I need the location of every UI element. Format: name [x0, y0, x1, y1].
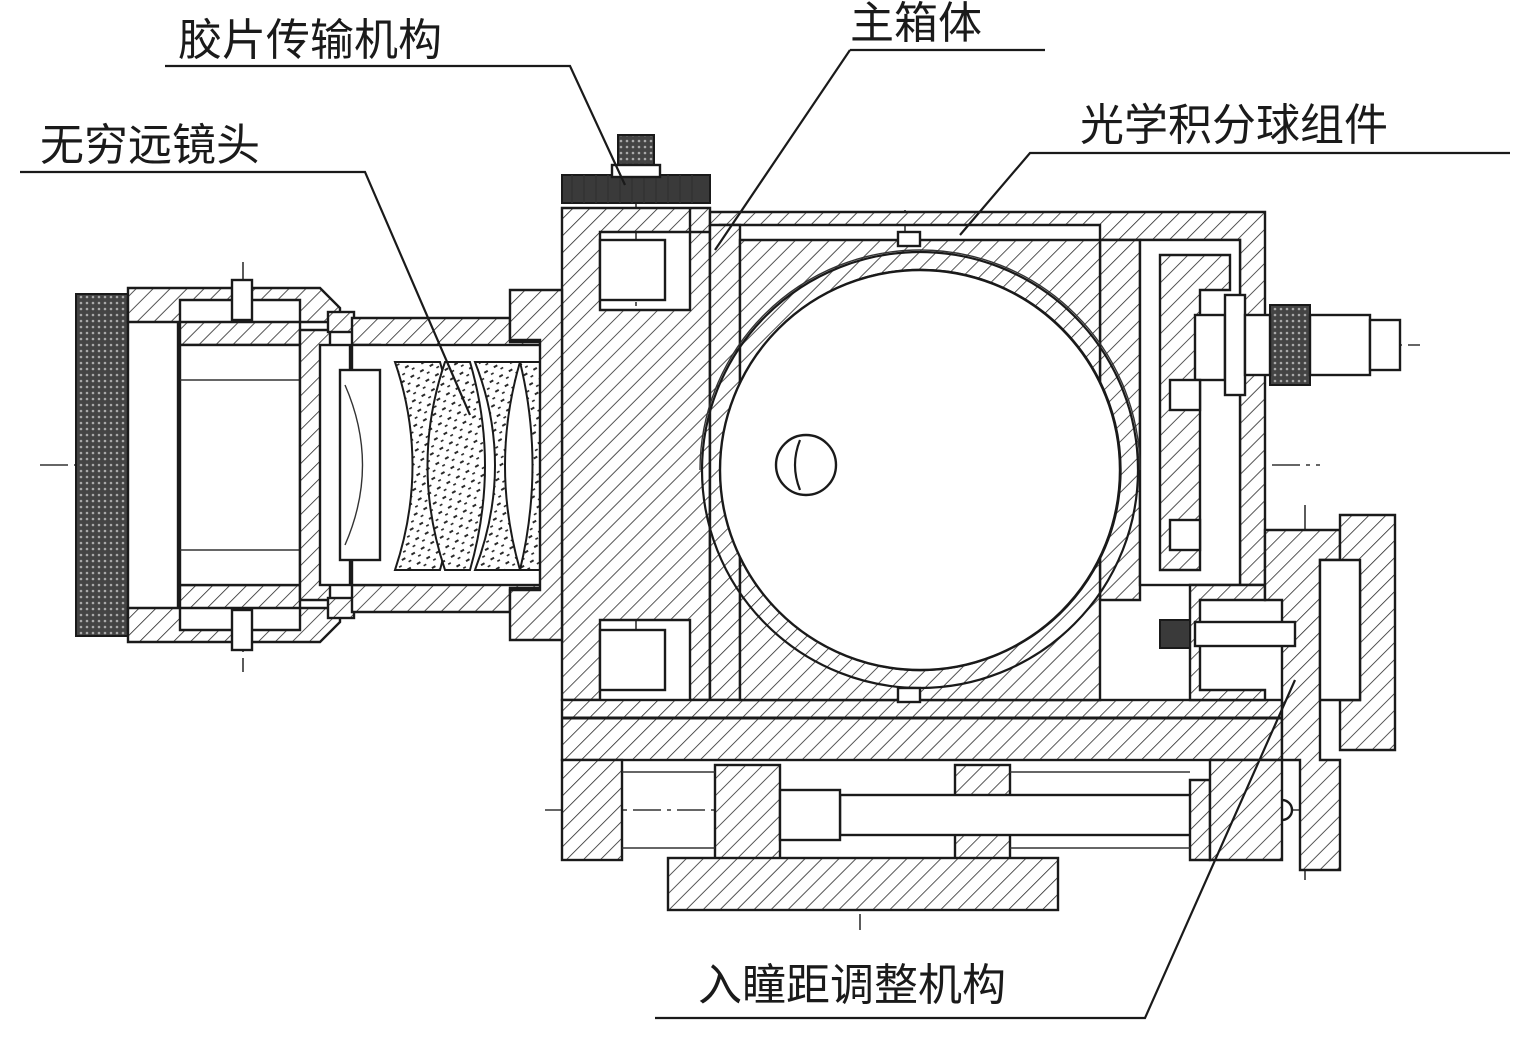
base-plate: [560, 698, 1284, 762]
film-transport-mechanism: [561, 134, 711, 204]
integrating-sphere: [699, 230, 1141, 704]
transport-gear: [561, 174, 711, 204]
main-box: [508, 206, 1284, 762]
label-integrating-sphere: 光学积分球组件: [1080, 100, 1388, 151]
foot-plate: [666, 856, 1060, 912]
detector-connector: [1168, 293, 1402, 552]
callout-labels: 胶片传输机构 无穷远镜头 主箱体 光学积分球组件 入瞳距调整机构: [40, 0, 1388, 1011]
label-pupil-adjust: 入瞳距调整机构: [698, 960, 1006, 1011]
label-main-box: 主箱体: [850, 0, 982, 49]
sphere-port: [774, 433, 838, 497]
lens-element-2: [426, 361, 486, 571]
pupil-adjust-mechanism: [560, 513, 1397, 912]
leader-lines: [20, 48, 1510, 1020]
knurled-ring: [75, 293, 129, 637]
lens-barrel: [75, 278, 356, 652]
label-infinity-lens: 无穷远镜头: [40, 120, 260, 171]
label-film-transport: 胶片传输机构: [178, 15, 442, 66]
